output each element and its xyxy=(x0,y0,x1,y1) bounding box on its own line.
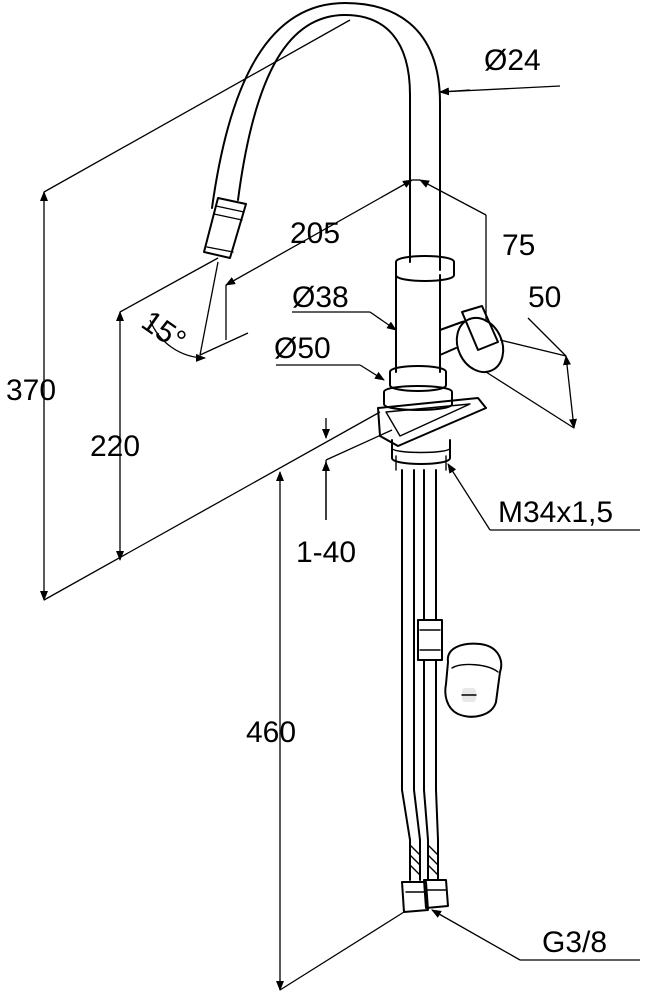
faucet-body xyxy=(383,255,455,411)
supply-hoses xyxy=(401,469,449,913)
mixer-handle xyxy=(439,305,505,374)
mounting-plate xyxy=(377,397,487,471)
label-swivel-angle: 15° xyxy=(136,305,192,358)
label-thread: M34x1,5 xyxy=(498,496,613,529)
label-deck-thickness: 1-40 xyxy=(296,536,356,569)
label-total-height: 370 xyxy=(6,374,56,407)
label-spout-diameter: Ø24 xyxy=(484,44,541,77)
label-connection-thread: G3/8 xyxy=(542,926,607,959)
label-reach: 205 xyxy=(290,217,340,250)
label-body-diameter: Ø38 xyxy=(292,281,349,314)
label-spout-head-offset: 75 xyxy=(502,229,535,262)
weight-clip xyxy=(444,642,503,718)
label-handle-offset: 50 xyxy=(528,281,561,314)
dimension-lines xyxy=(40,19,640,991)
label-spout-outlet-height: 220 xyxy=(90,430,140,463)
label-supply-hose-length: 460 xyxy=(246,716,296,749)
label-base-diameter: Ø50 xyxy=(274,332,331,365)
dimension-labels: Ø24 205 75 50 Ø38 Ø50 370 220 15° 1-40 M… xyxy=(6,44,613,959)
